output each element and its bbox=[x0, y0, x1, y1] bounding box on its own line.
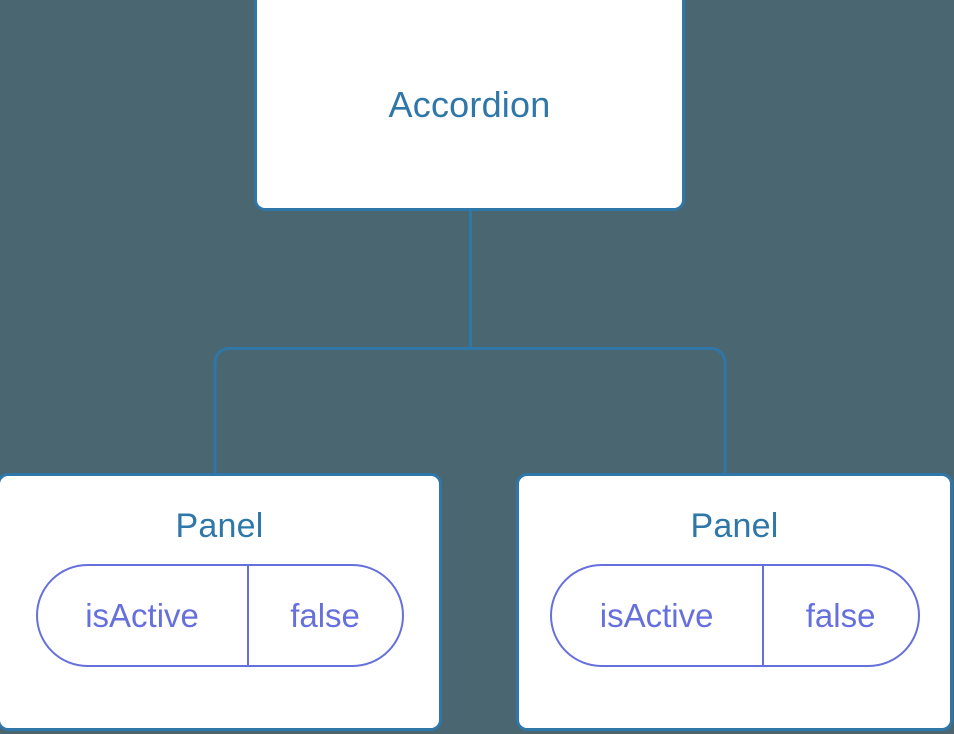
node-panel-2-title: Panel bbox=[690, 507, 779, 545]
node-panel-2[interactable]: Panel isActive false bbox=[516, 473, 953, 731]
node-panel-2-state-pill[interactable]: isActive false bbox=[549, 564, 920, 668]
node-panel-1-title: Panel bbox=[175, 507, 264, 545]
node-panel-2-state-key: isActive bbox=[552, 566, 764, 666]
node-accordion-title: Accordion bbox=[388, 83, 551, 125]
node-panel-2-state-value: false bbox=[805, 597, 876, 635]
connector-bus-to-child-left bbox=[213, 347, 471, 478]
node-panel-1-state-pill[interactable]: isActive false bbox=[35, 564, 404, 668]
node-accordion[interactable]: Accordion bbox=[254, 0, 685, 211]
node-panel-1-state-value: false bbox=[290, 597, 360, 635]
node-panel-1[interactable]: Panel isActive false bbox=[0, 473, 442, 731]
connector-bus-to-child-right bbox=[470, 347, 727, 478]
node-panel-1-state-key: isActive bbox=[38, 566, 249, 666]
